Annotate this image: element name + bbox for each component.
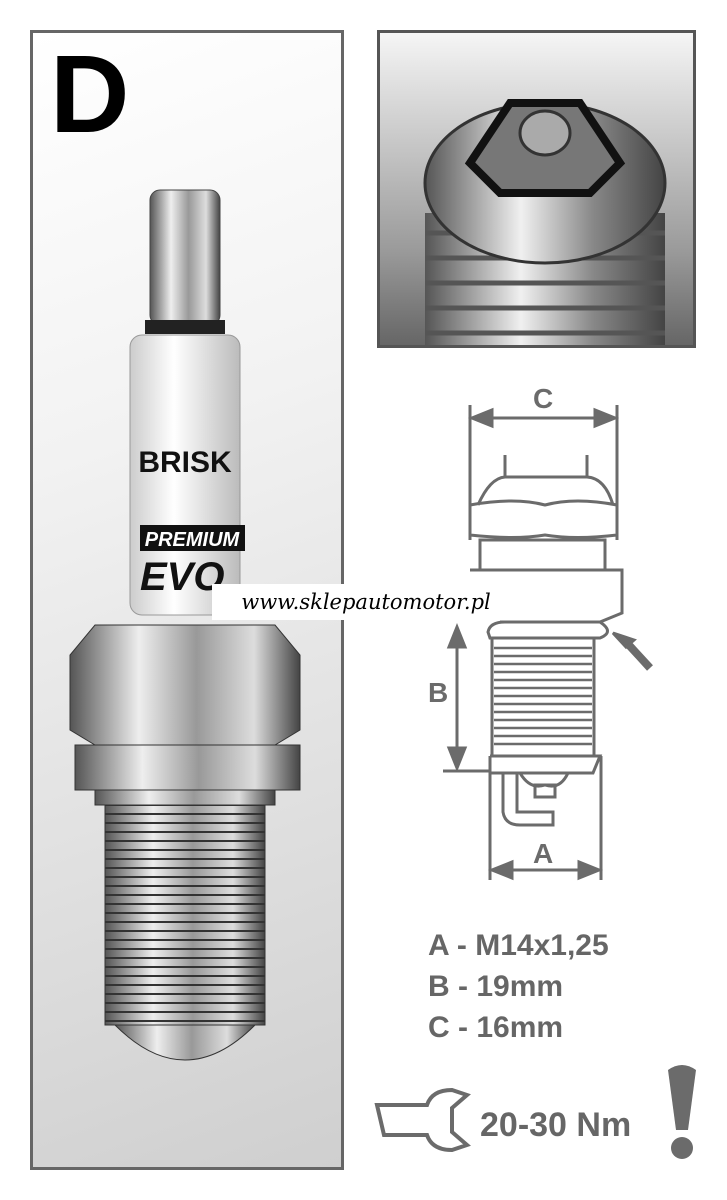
torque-value: 20-30 Nm [480, 1106, 632, 1144]
spark-plug-image: BRISK PREMIUM EVO [69, 189, 301, 1061]
dimension-label-b: B [428, 677, 449, 708]
dimension-diagram [443, 405, 653, 881]
spec-thread: A - M14x1,25 [428, 929, 609, 962]
product-sub-label: EVO [140, 555, 224, 599]
brand-label: BRISK [138, 446, 232, 479]
specs-list: A - M14x1,25 B - 19mm C - 16mm [428, 925, 609, 1048]
dimension-label-a: A [533, 838, 554, 869]
dimension-label-c: C [533, 383, 554, 414]
panel-letter: D [50, 33, 130, 156]
spec-reach: B - 19mm [428, 970, 564, 1003]
wrench-icon [374, 1087, 471, 1153]
product-line-label: PREMIUM [145, 529, 241, 551]
spec-hex: C - 16mm [428, 1011, 564, 1044]
exclamation-icon [668, 1065, 696, 1159]
watermark-url: www.sklepautomotor.pl [212, 584, 520, 620]
electrode-closeup-photo [377, 30, 696, 348]
